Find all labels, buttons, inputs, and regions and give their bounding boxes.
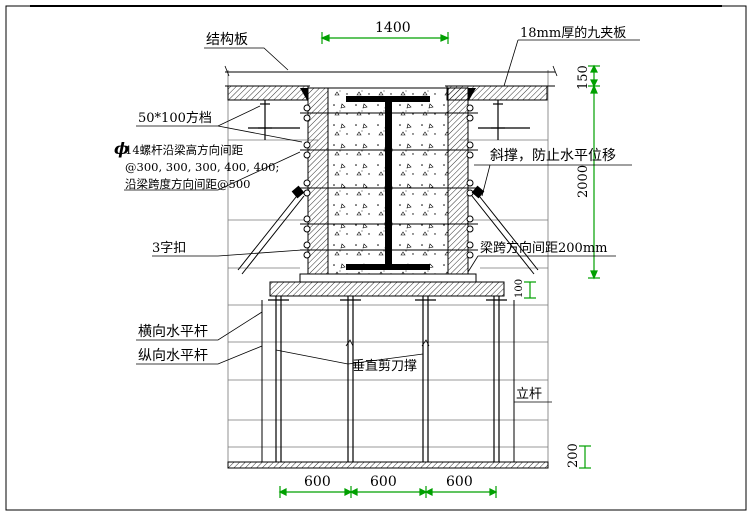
label-transverse-bar: 横向水平杆 bbox=[138, 324, 208, 340]
dim-top-width: 1400 bbox=[375, 20, 411, 36]
label-bolt-line1: 14螺杆沿梁高方向间距 bbox=[125, 143, 244, 157]
base-plate bbox=[227, 461, 549, 469]
label-structural-slab: 结构板 bbox=[206, 32, 248, 48]
dim-soffit-thickness: 100 bbox=[514, 279, 525, 298]
dim-spacing-2: 600 bbox=[370, 474, 397, 490]
scaffold-uprights bbox=[261, 300, 515, 462]
dim-slab-thickness: 150 bbox=[576, 65, 591, 90]
label-plywood: 18mm厚的九夹板 bbox=[520, 25, 626, 41]
dim-spacing-1: 600 bbox=[304, 474, 331, 490]
soffit-batten bbox=[299, 273, 477, 283]
label-span-spacing: 梁跨方向间距200mm bbox=[480, 240, 607, 256]
label-batten: 50*100方档 bbox=[138, 110, 212, 126]
label-bolt-line2: @300, 300, 300, 400, 400; bbox=[125, 160, 279, 174]
right-form-cap bbox=[468, 88, 476, 102]
label-bolt-line3: 沿梁跨度方向间距@500 bbox=[125, 177, 250, 191]
label-post: 立杆 bbox=[516, 387, 542, 402]
dimension-lines bbox=[278, 32, 600, 498]
label-clamp: 3字扣 bbox=[152, 241, 186, 256]
dim-base-thickness: 200 bbox=[566, 443, 581, 468]
bolt-clamps bbox=[303, 104, 474, 259]
left-side-form bbox=[307, 87, 329, 281]
left-form-cap bbox=[300, 88, 308, 102]
dim-spacing-3: 600 bbox=[446, 474, 473, 490]
through-bolts bbox=[300, 112, 478, 251]
top-hangers bbox=[248, 100, 530, 140]
label-bolt-symbol: ϕ bbox=[114, 139, 129, 158]
soffit-form bbox=[269, 281, 505, 297]
support-posts bbox=[268, 296, 507, 462]
label-diagonal-brace: 斜撑，防止水平位移 bbox=[490, 148, 616, 164]
break-mark bbox=[345, 339, 430, 347]
dim-beam-height: 2000 bbox=[576, 165, 591, 198]
label-longitudinal-bar: 纵向水平杆 bbox=[138, 348, 208, 364]
right-side-form bbox=[447, 87, 469, 281]
leader-lines bbox=[124, 39, 640, 403]
label-scissor-brace: 垂直剪刀撑 bbox=[352, 358, 417, 374]
diagonal-braces bbox=[237, 185, 539, 275]
